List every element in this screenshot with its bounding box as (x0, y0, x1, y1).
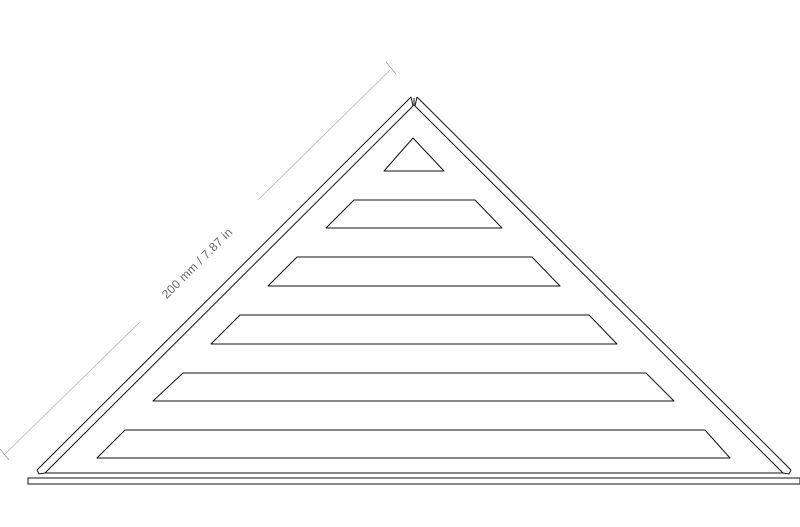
slot-2 (267, 256, 561, 287)
left-foot (36, 469, 46, 475)
apex-right-cap (414, 96, 418, 107)
left-inner-edge (44, 105, 414, 474)
left-outer-edge (36, 96, 412, 471)
slot-3 (210, 314, 618, 345)
drain-slots (96, 137, 731, 459)
slot-5 (96, 429, 731, 459)
base-strip (27, 477, 800, 485)
slot-4 (152, 372, 675, 402)
slot-1 (325, 199, 503, 229)
dimension-line-lower (3, 321, 141, 456)
dimension-annotation: 200 mm / 7.87 in (0, 61, 397, 461)
dimension-label: 200 mm / 7.87 in (159, 225, 236, 302)
dimension-tick-bottom (0, 448, 10, 461)
slot-triangle (383, 137, 445, 172)
right-inner-edge (414, 105, 784, 474)
dimension-tick-top (385, 61, 397, 75)
right-foot (782, 469, 792, 475)
dimension-line-upper (257, 69, 391, 201)
right-outer-edge (416, 96, 792, 471)
shelf-outline (27, 96, 800, 485)
apex-left-cap (410, 96, 414, 107)
